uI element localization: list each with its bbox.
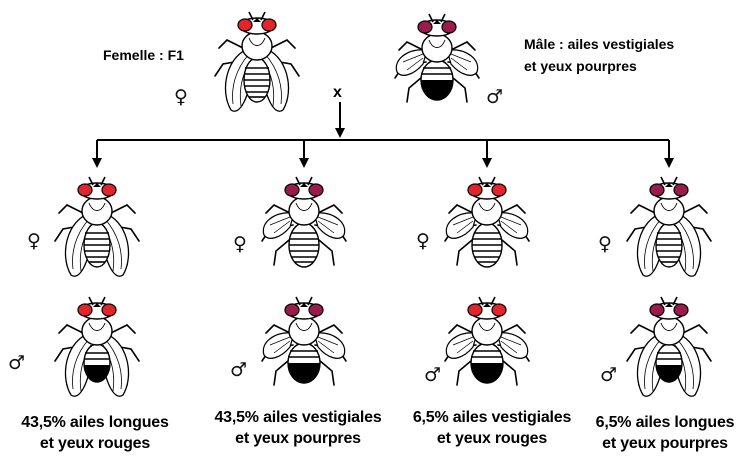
male-symbol-col-3: ♂ (424, 364, 441, 386)
parent-female-fly (215, 12, 299, 111)
eye-left (650, 304, 664, 316)
eye-left (238, 19, 252, 31)
eye-right (674, 304, 688, 316)
female-symbol-col-1: ♀ (27, 230, 41, 252)
eye-right (102, 184, 116, 196)
eye-right (674, 184, 688, 196)
eye-left (468, 304, 482, 316)
eye-left (285, 304, 299, 316)
fly-col-4-female (627, 177, 711, 276)
female-symbol-col-3: ♀ (416, 230, 430, 252)
male-symbol-parent: ♂ (486, 86, 503, 108)
caption-col-1-line2: et yeux rouges (0, 433, 190, 454)
fly-col-1-female (55, 177, 139, 276)
caption-col-2: 43,5% ailes vestigiales et yeux pourpres (203, 407, 393, 449)
cross-symbol: x (333, 84, 342, 102)
fly-col-2-male (262, 297, 346, 385)
eye-right (262, 19, 276, 31)
eye-left (285, 184, 299, 196)
caption-col-3-line2: et yeux rouges (397, 428, 587, 449)
female-symbol-col-2: ♀ (233, 233, 247, 255)
cross-lines (97, 102, 669, 163)
male-parent-label-line1: Mâle : ailes vestigiales (524, 36, 674, 52)
eye-left (650, 184, 664, 196)
male-parent-label-line2: et yeux pourpres (524, 58, 637, 74)
eye-right (442, 21, 456, 33)
eye-right (492, 184, 506, 196)
male-symbol-col-1: ♂ (8, 352, 25, 374)
female-symbol-parent: ♀ (174, 86, 188, 108)
caption-col-1-line1: 43,5% ailes longues (0, 412, 190, 433)
eye-right (102, 304, 116, 316)
fly-col-1-male (55, 297, 139, 396)
parent-male-fly (395, 14, 479, 102)
caption-col-2-line1: 43,5% ailes vestigiales (203, 407, 393, 428)
eye-left (78, 304, 92, 316)
eye-right (309, 184, 323, 196)
fly-col-2-female (262, 177, 346, 267)
eye-left (418, 21, 432, 33)
caption-col-4-line1: 6,5% ailes longues (570, 412, 755, 433)
fly-col-3-male (445, 297, 529, 385)
female-parent-label: Femelle : F1 (103, 47, 184, 63)
eye-right (492, 304, 506, 316)
caption-col-2-line2: et yeux pourpres (203, 428, 393, 449)
male-symbol-col-4: ♂ (600, 364, 617, 386)
caption-col-4: 6,5% ailes longues et yeux pourpres (570, 412, 755, 454)
caption-col-4-line2: et yeux pourpres (570, 433, 755, 454)
female-symbol-col-4: ♀ (598, 233, 612, 255)
caption-col-3: 6,5% ailes vestigiales et yeux rouges (397, 407, 587, 449)
fly-col-3-female (445, 177, 529, 267)
caption-col-1: 43,5% ailes longues et yeux rouges (0, 412, 190, 454)
caption-col-3-line1: 6,5% ailes vestigiales (397, 407, 587, 428)
eye-left (468, 184, 482, 196)
eye-left (78, 184, 92, 196)
fly-col-4-male (627, 297, 711, 396)
eye-right (309, 304, 323, 316)
male-symbol-col-2: ♂ (230, 359, 247, 381)
